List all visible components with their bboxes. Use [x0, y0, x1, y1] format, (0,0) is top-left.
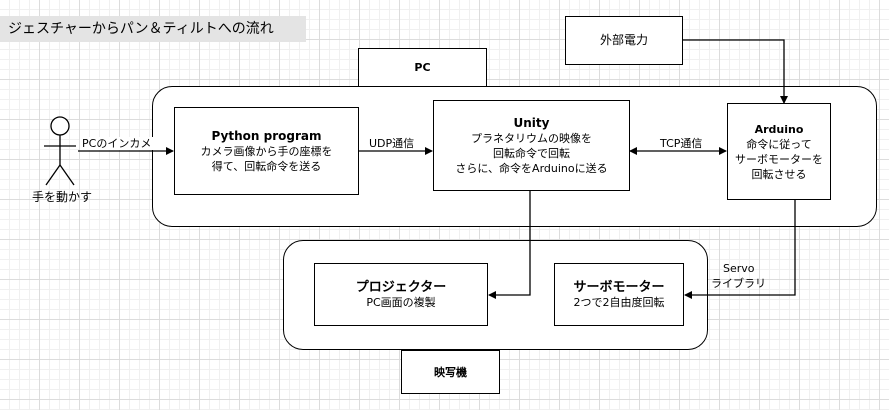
projector-machine-label: 映写機: [434, 365, 467, 379]
python-line-1: カメラ画像から手の座標を: [200, 144, 333, 158]
arduino-title: Arduino: [754, 122, 804, 136]
python-title: Python program: [211, 128, 322, 143]
pc-label: PC: [414, 61, 431, 74]
unity-title: Unity: [513, 115, 550, 130]
edge-unity-projector: [488, 190, 531, 299]
servo-box: サーボモーター 2つで2自由度回転: [554, 263, 684, 326]
actor-label: 手を動かす: [32, 190, 93, 204]
diagram-title: ジェスチャーからパン＆ティルトへの流れ: [0, 16, 306, 42]
edge-label-tcp: TCP通信: [658, 137, 705, 150]
edge-label-servo-lib-2: ライブラリ: [711, 277, 766, 290]
unity-line-1: プラネタリウムの映像を: [471, 131, 592, 145]
external-power-box: 外部電力: [565, 16, 683, 65]
projector-title: プロジェクター: [355, 279, 447, 295]
actor-figure: [44, 116, 76, 186]
pc-label-box: PC: [358, 48, 487, 87]
unity-box: Unity プラネタリウムの映像を 回転命令で回転 さらに、命令をArduino…: [433, 100, 630, 191]
python-box: Python program カメラ画像から手の座標を 得て、回転命令を送る: [174, 107, 359, 195]
external-power-label: 外部電力: [599, 33, 648, 47]
edge-label-udp: UDP通信: [367, 137, 417, 150]
edge-power: [683, 39, 788, 104]
edge-label-servo-lib-1: Servo: [723, 262, 755, 275]
unity-line-2: 回転命令で回転: [493, 146, 570, 160]
servo-line-1: 2つで2自由度回転: [573, 295, 665, 309]
arduino-box: Arduino 命令に従って サーボモーターを 回転させる: [727, 103, 831, 200]
projector-machine-label-box: 映写機: [401, 350, 500, 394]
arduino-line-1: 命令に従って: [746, 137, 812, 151]
projector-box: プロジェクター PC画面の複製: [314, 263, 488, 326]
python-line-2: 得て、回転命令を送る: [211, 159, 322, 173]
edge-label-camera: PCのインカメ: [80, 137, 154, 150]
servo-title: サーボモーター: [573, 279, 665, 295]
edge-arduino-servo: [684, 200, 796, 299]
unity-line-3: さらに、命令をArduinoに送る: [455, 161, 608, 175]
projector-line-1: PC画面の複製: [366, 295, 436, 309]
arduino-line-2: サーボモーターを: [735, 152, 823, 166]
arduino-line-3: 回転させる: [751, 167, 807, 181]
